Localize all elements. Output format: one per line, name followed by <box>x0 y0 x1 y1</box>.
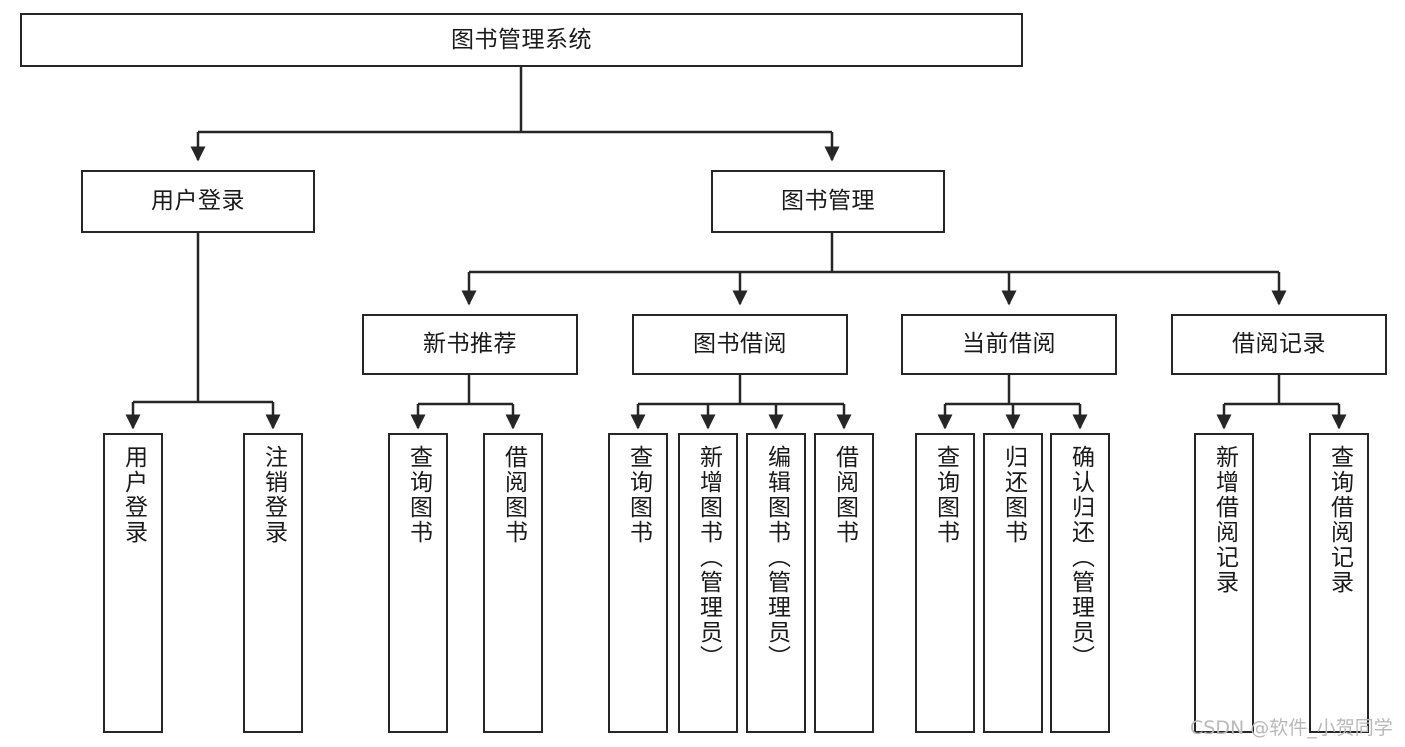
node-root-book-management-system[interactable]: 图书管理系统 <box>20 13 1023 67</box>
leaf-add-book-admin[interactable]: 新增图书（管理员） <box>678 433 738 733</box>
node-book-management[interactable]: 图书管理 <box>711 170 945 233</box>
node-label: 新增图书（管理员） <box>695 445 722 670</box>
leaf-borrow-book-recommend[interactable]: 借阅图书 <box>483 433 543 733</box>
node-label: 编辑图书（管理员） <box>763 445 790 670</box>
leaf-query-book-recommend[interactable]: 查询图书 <box>388 433 448 733</box>
node-current-borrow[interactable]: 当前借阅 <box>901 314 1117 375</box>
node-book-borrow[interactable]: 图书借阅 <box>632 314 848 375</box>
node-label: 图书借阅 <box>693 331 787 358</box>
node-label: 查询图书 <box>625 445 652 545</box>
node-label: 查询借阅记录 <box>1326 445 1353 595</box>
leaf-query-borrow-record[interactable]: 查询借阅记录 <box>1309 433 1369 733</box>
node-label: 借阅图书 <box>831 445 858 545</box>
node-label: 新增借阅记录 <box>1211 445 1238 595</box>
leaf-add-borrow-record[interactable]: 新增借阅记录 <box>1194 433 1254 733</box>
node-label: 用户登录 <box>151 188 245 215</box>
node-label: 查询图书 <box>932 445 959 545</box>
node-user-login[interactable]: 用户登录 <box>81 170 315 233</box>
leaf-confirm-return-admin[interactable]: 确认归还（管理员） <box>1050 433 1110 733</box>
node-label: 确认归还（管理员） <box>1067 445 1094 670</box>
node-label: 新书推荐 <box>423 331 517 358</box>
leaf-return-book[interactable]: 归还图书 <box>983 433 1043 733</box>
node-label: 用户登录 <box>120 445 147 545</box>
leaf-user-login[interactable]: 用户登录 <box>103 433 163 733</box>
leaf-query-book-borrow[interactable]: 查询图书 <box>608 433 668 733</box>
node-label: 当前借阅 <box>962 331 1056 358</box>
node-label: 借阅图书 <box>500 445 527 545</box>
node-label: 归还图书 <box>1000 445 1027 545</box>
leaf-borrow-book[interactable]: 借阅图书 <box>814 433 874 733</box>
node-label: 图书管理系统 <box>451 26 592 53</box>
node-new-book-recommend[interactable]: 新书推荐 <box>362 314 578 375</box>
node-label: 注销登录 <box>260 445 287 545</box>
leaf-user-logout[interactable]: 注销登录 <box>243 433 303 733</box>
node-borrow-record[interactable]: 借阅记录 <box>1171 314 1387 375</box>
leaf-query-book-current[interactable]: 查询图书 <box>915 433 975 733</box>
node-label: 查询图书 <box>405 445 432 545</box>
node-label: 借阅记录 <box>1232 331 1326 358</box>
watermark-text: CSDN @软件_小贺同学 <box>1190 717 1393 739</box>
leaf-edit-book-admin[interactable]: 编辑图书（管理员） <box>746 433 806 733</box>
node-label: 图书管理 <box>781 188 875 215</box>
